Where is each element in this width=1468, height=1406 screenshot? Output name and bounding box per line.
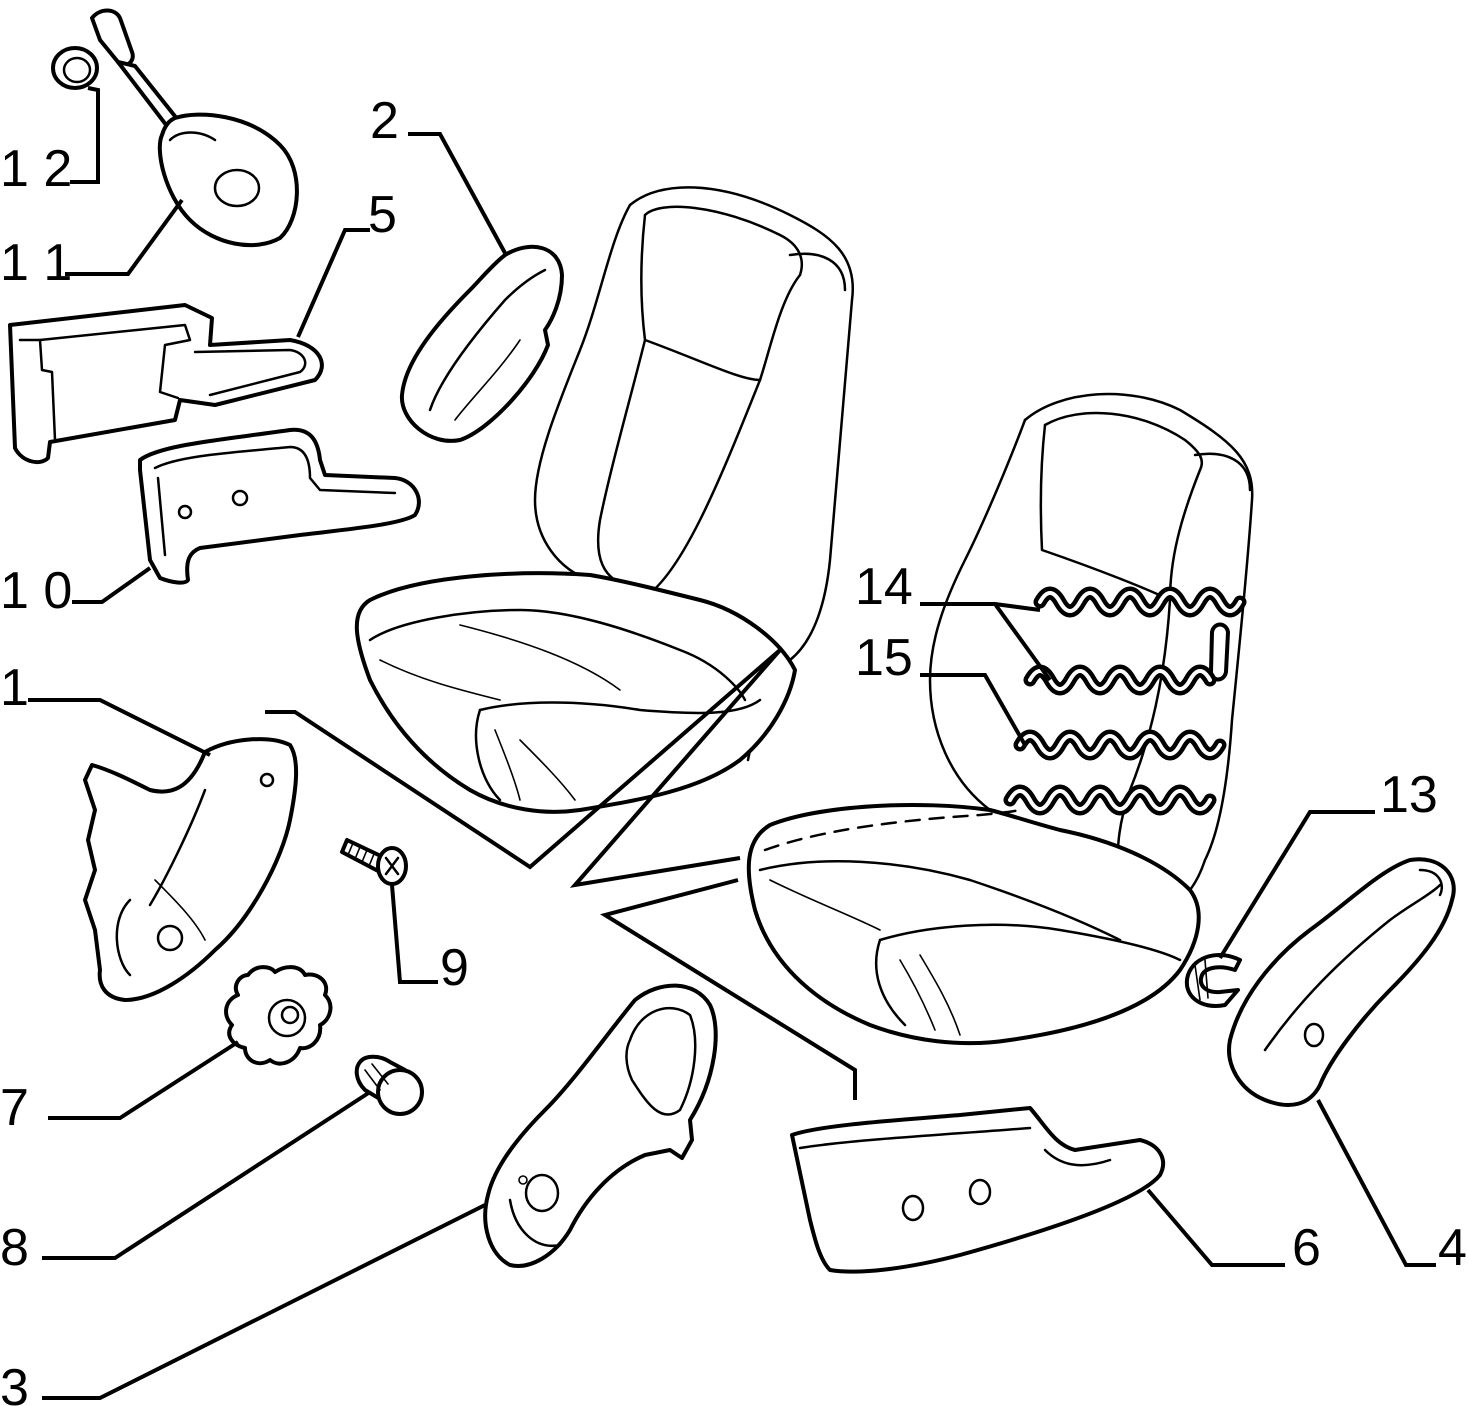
assembly-guide-lines: [265, 648, 857, 1100]
callout-1: 1: [0, 659, 29, 717]
callout-9: 9: [440, 939, 469, 997]
part-13-clip: [1184, 953, 1242, 1008]
part-4-side-trim: [1227, 857, 1456, 1107]
callout-labels: 1 2 1 1 5 2 1 0 1 9 7 8 3 6 4 13 14 15: [0, 92, 1467, 1406]
callout-14: 14: [855, 558, 913, 616]
callout-5: 5: [368, 186, 397, 244]
part-1-hinge: [83, 737, 299, 1002]
part-7-knob: [224, 965, 333, 1066]
callout-7: 7: [0, 1079, 29, 1137]
callout-8: 8: [0, 1219, 29, 1277]
callout-11: 1 1: [0, 234, 72, 292]
part-6-lower-trim: [790, 1106, 1166, 1274]
part-9-screw: [340, 838, 408, 886]
callout-12: 1 2: [0, 140, 72, 198]
part-8-plug: [354, 1054, 424, 1116]
callout-4: 4: [1438, 1219, 1467, 1277]
callout-3: 3: [0, 1359, 29, 1406]
callout-2: 2: [370, 92, 399, 150]
seat-right: [746, 392, 1254, 1046]
part-10-bracket: [138, 427, 421, 585]
part-11-lever: [90, 8, 299, 248]
callout-13: 13: [1380, 766, 1438, 824]
part-12-bushing: [51, 46, 99, 90]
part-5-cover: [8, 303, 324, 465]
part-3-handle: [483, 983, 718, 1268]
seat-left: [354, 186, 855, 814]
callout-10: 1 0: [0, 562, 72, 620]
callout-15: 15: [855, 629, 913, 687]
callout-leaders: [28, 86, 1436, 1400]
callout-6: 6: [1292, 1219, 1321, 1277]
spring-group: [1003, 586, 1247, 816]
part-2-trim: [399, 244, 564, 443]
